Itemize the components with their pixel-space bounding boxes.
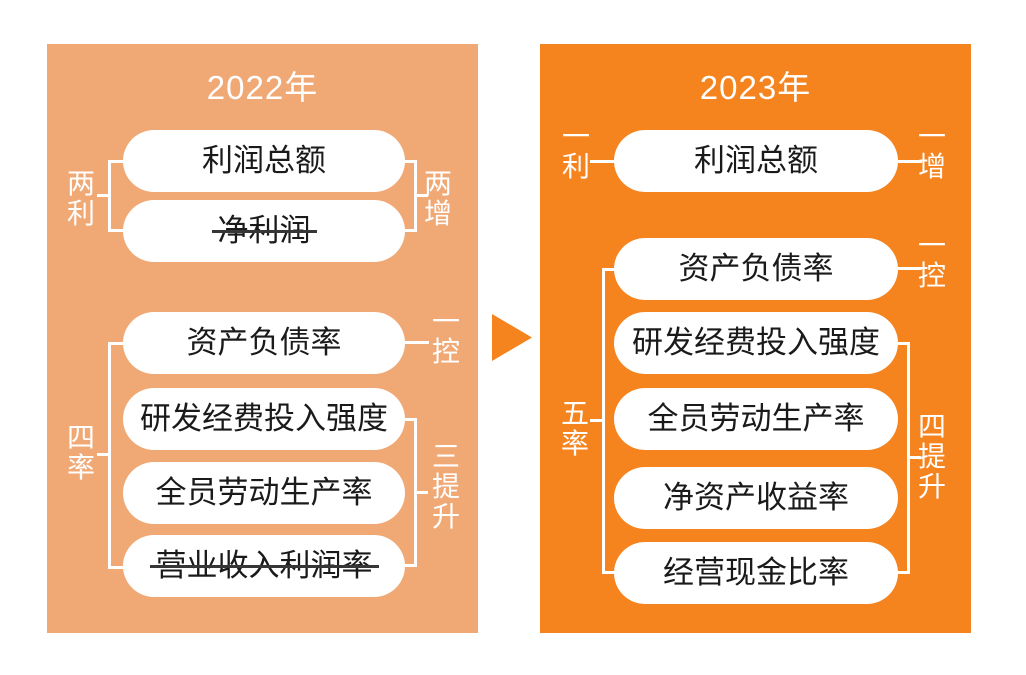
bracket-line xyxy=(602,268,615,271)
bracket-line xyxy=(108,160,123,163)
bracket-line xyxy=(602,571,615,574)
metric-label: 净利润 xyxy=(211,213,317,248)
label-one-increase: 一增 xyxy=(917,121,946,182)
metric-label: 全员劳动生产率 xyxy=(155,475,373,510)
bracket-line xyxy=(97,194,108,197)
bracket-line xyxy=(402,160,417,163)
bracket-line xyxy=(108,160,111,232)
bracket-line xyxy=(907,342,910,574)
label-four-improvements: 四提升 xyxy=(917,411,946,502)
bracket-line xyxy=(108,342,111,569)
metric-box-rd-intensity: 研发经费投入强度 xyxy=(123,388,405,450)
metric-label: 研发经费投入强度 xyxy=(632,325,880,360)
metric-box-rd-intensity: 研发经费投入强度 xyxy=(614,312,898,374)
tick-line xyxy=(590,160,614,163)
panel-2023: 2023年 利润总额 资产负债率 研发经费投入强度 全员劳动生产率 净资产收益率… xyxy=(540,44,971,633)
metric-label: 资产负债率 xyxy=(678,251,834,286)
bracket-line xyxy=(895,571,908,574)
tick-line xyxy=(896,267,922,270)
metric-label: 利润总额 xyxy=(202,143,326,178)
label-one-profit: 一利 xyxy=(561,121,590,182)
bracket-line xyxy=(895,342,908,345)
bracket-line xyxy=(402,418,417,421)
bracket-line xyxy=(402,564,417,567)
bracket-line xyxy=(590,419,602,422)
metric-box-total-profit: 利润总额 xyxy=(614,130,898,192)
label-two-profits: 两利 xyxy=(66,168,95,229)
metric-label: 经营现金比率 xyxy=(663,555,849,590)
metric-label: 全员劳动生产率 xyxy=(647,401,865,436)
bracket-line xyxy=(414,418,417,567)
metric-box-total-profit: 利润总额 xyxy=(123,130,405,192)
metric-label: 利润总额 xyxy=(694,143,818,178)
metric-box-net-profit-struck: 净利润 xyxy=(123,200,405,262)
panel-2023-title: 2023年 xyxy=(699,69,812,106)
tick-line xyxy=(896,160,922,163)
metric-box-operating-cash-ratio: 经营现金比率 xyxy=(614,542,898,604)
tick-line xyxy=(403,341,429,344)
bracket-line xyxy=(97,453,108,456)
label-three-improvements: 三提升 xyxy=(431,441,460,532)
panel-2022: 2022年 利润总额 净利润 资产负债率 研发经费投入强度 全员劳动生产率 营业… xyxy=(47,44,478,633)
metric-label: 营业收入利润率 xyxy=(149,548,379,583)
label-five-ratios: 五率 xyxy=(560,398,589,459)
bracket-line xyxy=(414,160,417,232)
metric-box-labor-productivity: 全员劳动生产率 xyxy=(123,462,405,524)
bracket-line xyxy=(417,491,428,494)
metric-label: 研发经费投入强度 xyxy=(140,401,388,436)
metric-box-revenue-profit-rate-struck: 营业收入利润率 xyxy=(123,535,405,597)
metric-box-asset-liability-ratio: 资产负债率 xyxy=(614,238,898,300)
label-four-ratios: 四率 xyxy=(66,422,95,483)
metric-box-labor-productivity: 全员劳动生产率 xyxy=(614,388,898,450)
metric-label: 资产负债率 xyxy=(186,325,342,360)
metric-box-return-on-equity: 净资产收益率 xyxy=(614,467,898,529)
bracket-line xyxy=(602,268,605,574)
label-one-control: 一控 xyxy=(431,306,460,367)
bracket-line xyxy=(108,229,123,232)
metric-box-asset-liability-ratio: 资产负债率 xyxy=(123,312,405,374)
bracket-line xyxy=(108,566,123,569)
transition-arrow-icon xyxy=(492,314,532,361)
bracket-line xyxy=(910,456,921,459)
panel-2022-title: 2022年 xyxy=(206,69,319,106)
bracket-line xyxy=(417,194,428,197)
label-two-increases: 两增 xyxy=(423,168,452,229)
bracket-line xyxy=(108,342,123,345)
label-one-control: 一控 xyxy=(917,230,946,291)
metric-label: 净资产收益率 xyxy=(663,480,849,515)
bracket-line xyxy=(402,229,417,232)
